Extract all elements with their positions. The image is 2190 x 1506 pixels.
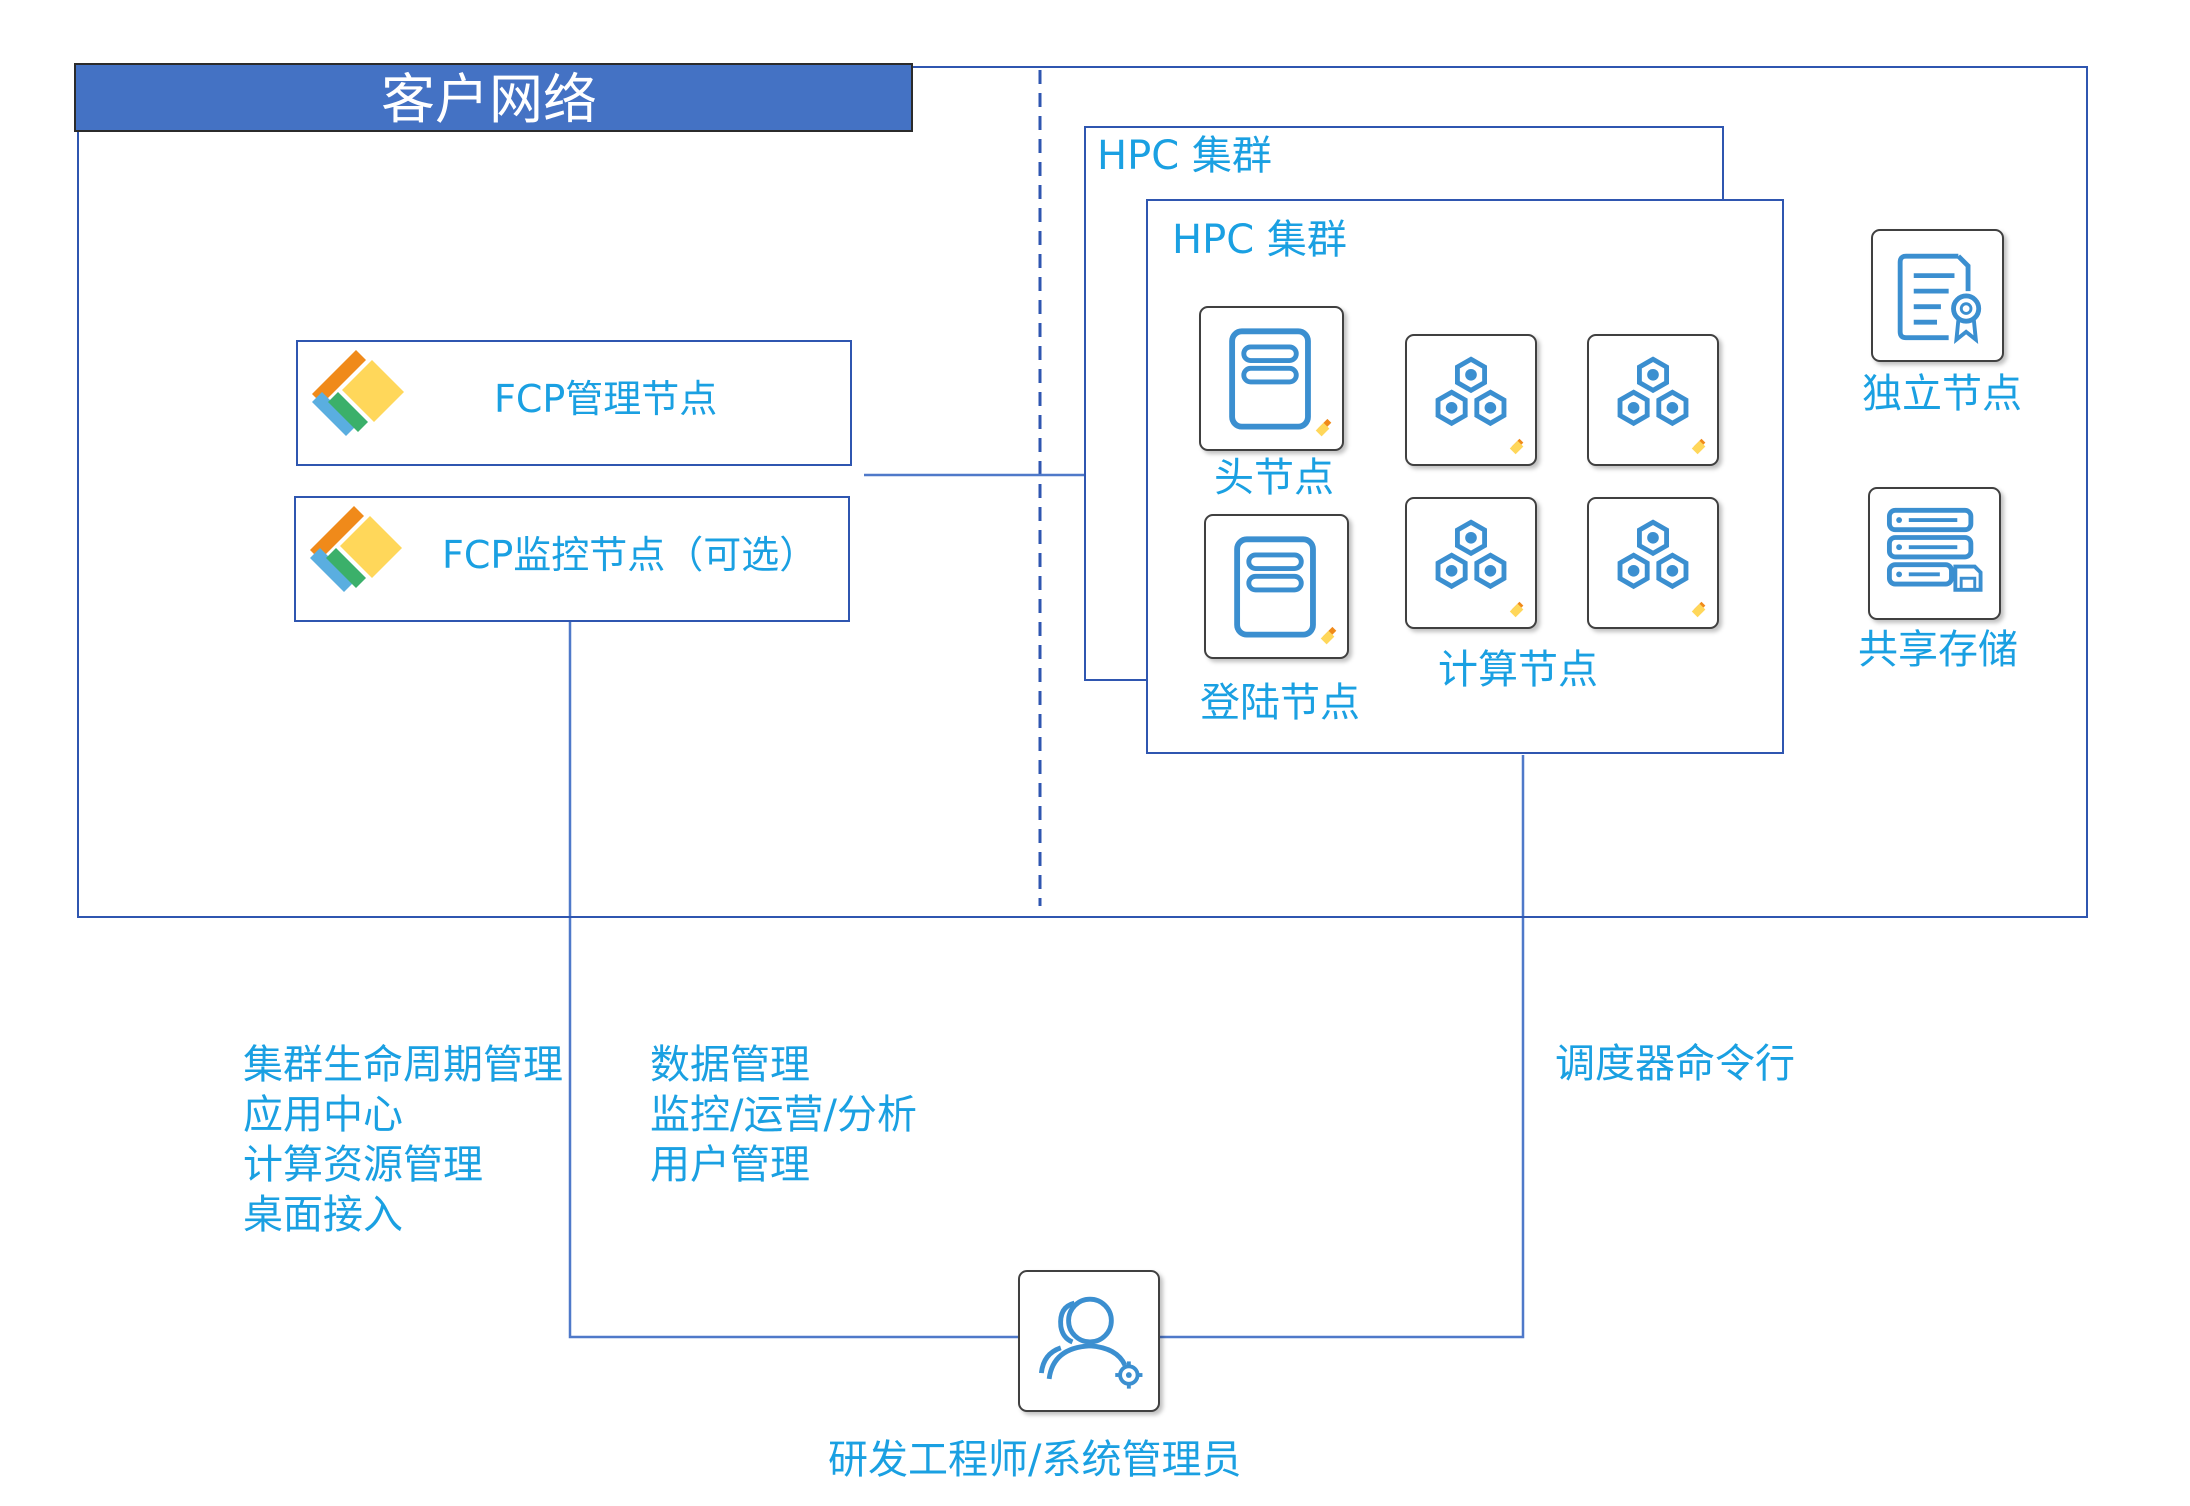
line-cluster-to-user (1160, 755, 1525, 1339)
feature-item: 数据管理 (650, 1042, 810, 1088)
shared-storage-label: 共享存储 (1858, 627, 2018, 673)
customer-network-header: 客户网络 (74, 63, 913, 132)
head-node-label: 头节点 (1214, 455, 1334, 501)
compute-node-tile[interactable] (1587, 334, 1719, 466)
hexagon-cluster-icon (1617, 519, 1706, 618)
server-icon (1229, 328, 1332, 437)
fcp-manage-label: FCP管理节点 (494, 377, 718, 421)
compute-node-label: 计算节点 (1438, 647, 1598, 693)
hexagon-cluster-icon (1435, 356, 1524, 455)
fcp-feature-list-left: 集群生命周期管理 应用中心 计算资源管理 桌面接入 (243, 1040, 563, 1240)
hpc-cluster-front-title: HPC 集群 (1172, 217, 1347, 263)
login-node-label: 登陆节点 (1200, 680, 1360, 726)
hpc-cluster-back-title: HPC 集群 (1097, 133, 1272, 179)
feature-item: 集群生命周期管理 (243, 1042, 563, 1088)
hexagon-cluster-icon (1617, 356, 1706, 455)
fcp-feature-list-mid: 数据管理 监控/运营/分析 用户管理 (650, 1040, 917, 1190)
fcp-logo-icon (312, 350, 404, 436)
scheduler-cli-label: 调度器命令行 (1555, 1041, 1795, 1087)
fcp-manage-node[interactable]: FCP管理节点 (296, 340, 852, 466)
hpc-cluster-front (1146, 199, 1784, 754)
compute-node-tile[interactable] (1587, 497, 1719, 629)
feature-item: 桌面接入 (243, 1192, 403, 1238)
standalone-node-label: 独立节点 (1862, 371, 2022, 417)
fcp-monitor-node[interactable]: FCP监控节点（可选） (294, 496, 850, 622)
user-tile[interactable] (1018, 1270, 1160, 1412)
login-node-tile[interactable] (1204, 514, 1349, 659)
line-monitor-to-user (568, 622, 1018, 1339)
feature-item: 用户管理 (650, 1142, 810, 1188)
user-label: 研发工程师/系统管理员 (828, 1437, 1242, 1483)
storage-icon (1886, 507, 1983, 592)
fcp-monitor-label: FCP监控节点（可选） (442, 533, 818, 577)
head-node-tile[interactable] (1199, 306, 1344, 451)
standalone-node-tile[interactable] (1871, 229, 2004, 362)
users-gear-icon (1038, 1296, 1143, 1389)
feature-item: 监控/运营/分析 (650, 1092, 917, 1138)
server-icon (1234, 536, 1337, 645)
feature-item: 计算资源管理 (243, 1142, 483, 1188)
shared-storage-tile[interactable] (1868, 487, 2001, 620)
customer-network-title: 客户网络 (381, 68, 597, 131)
certificate-icon (1897, 253, 1982, 345)
customer-network-frame (77, 66, 2088, 918)
compute-node-tile[interactable] (1405, 334, 1537, 466)
hexagon-cluster-icon (1435, 519, 1524, 618)
fcp-logo-icon (310, 506, 402, 592)
compute-node-tile[interactable] (1405, 497, 1537, 629)
feature-item: 应用中心 (243, 1092, 403, 1138)
